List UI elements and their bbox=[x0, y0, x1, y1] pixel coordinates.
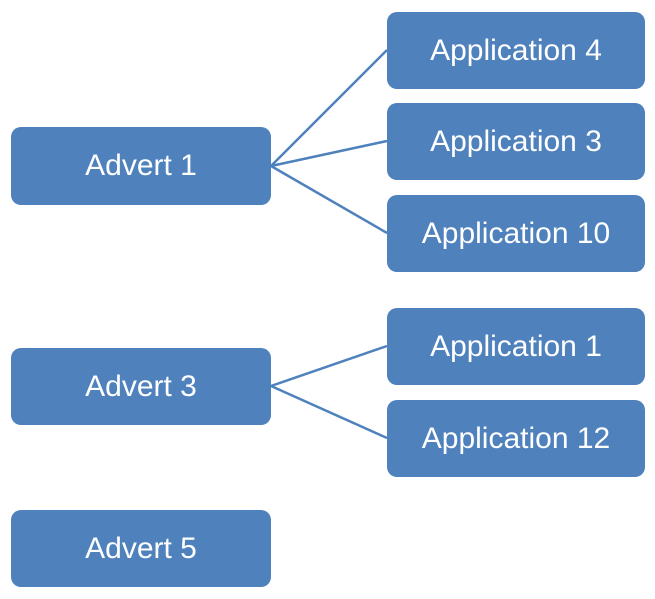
application-1-box: Application 1 bbox=[387, 308, 645, 385]
application-4-box: Application 4 bbox=[387, 12, 645, 89]
application-12-box: Application 12 bbox=[387, 400, 645, 477]
connector-advert-1-application-10 bbox=[270, 164, 388, 235]
connector-advert-3-application-12 bbox=[270, 384, 388, 440]
connector-advert-1-application-4 bbox=[270, 49, 388, 167]
advert-1-box: Advert 1 bbox=[11, 127, 271, 205]
connector-advert-1-application-3 bbox=[270, 139, 388, 168]
connector-advert-3-application-1 bbox=[270, 344, 388, 388]
application-10-box: Application 10 bbox=[387, 195, 645, 272]
advert-5-box: Advert 5 bbox=[11, 510, 271, 587]
application-3-box: Application 3 bbox=[387, 103, 645, 180]
advert-3-box: Advert 3 bbox=[11, 348, 271, 425]
